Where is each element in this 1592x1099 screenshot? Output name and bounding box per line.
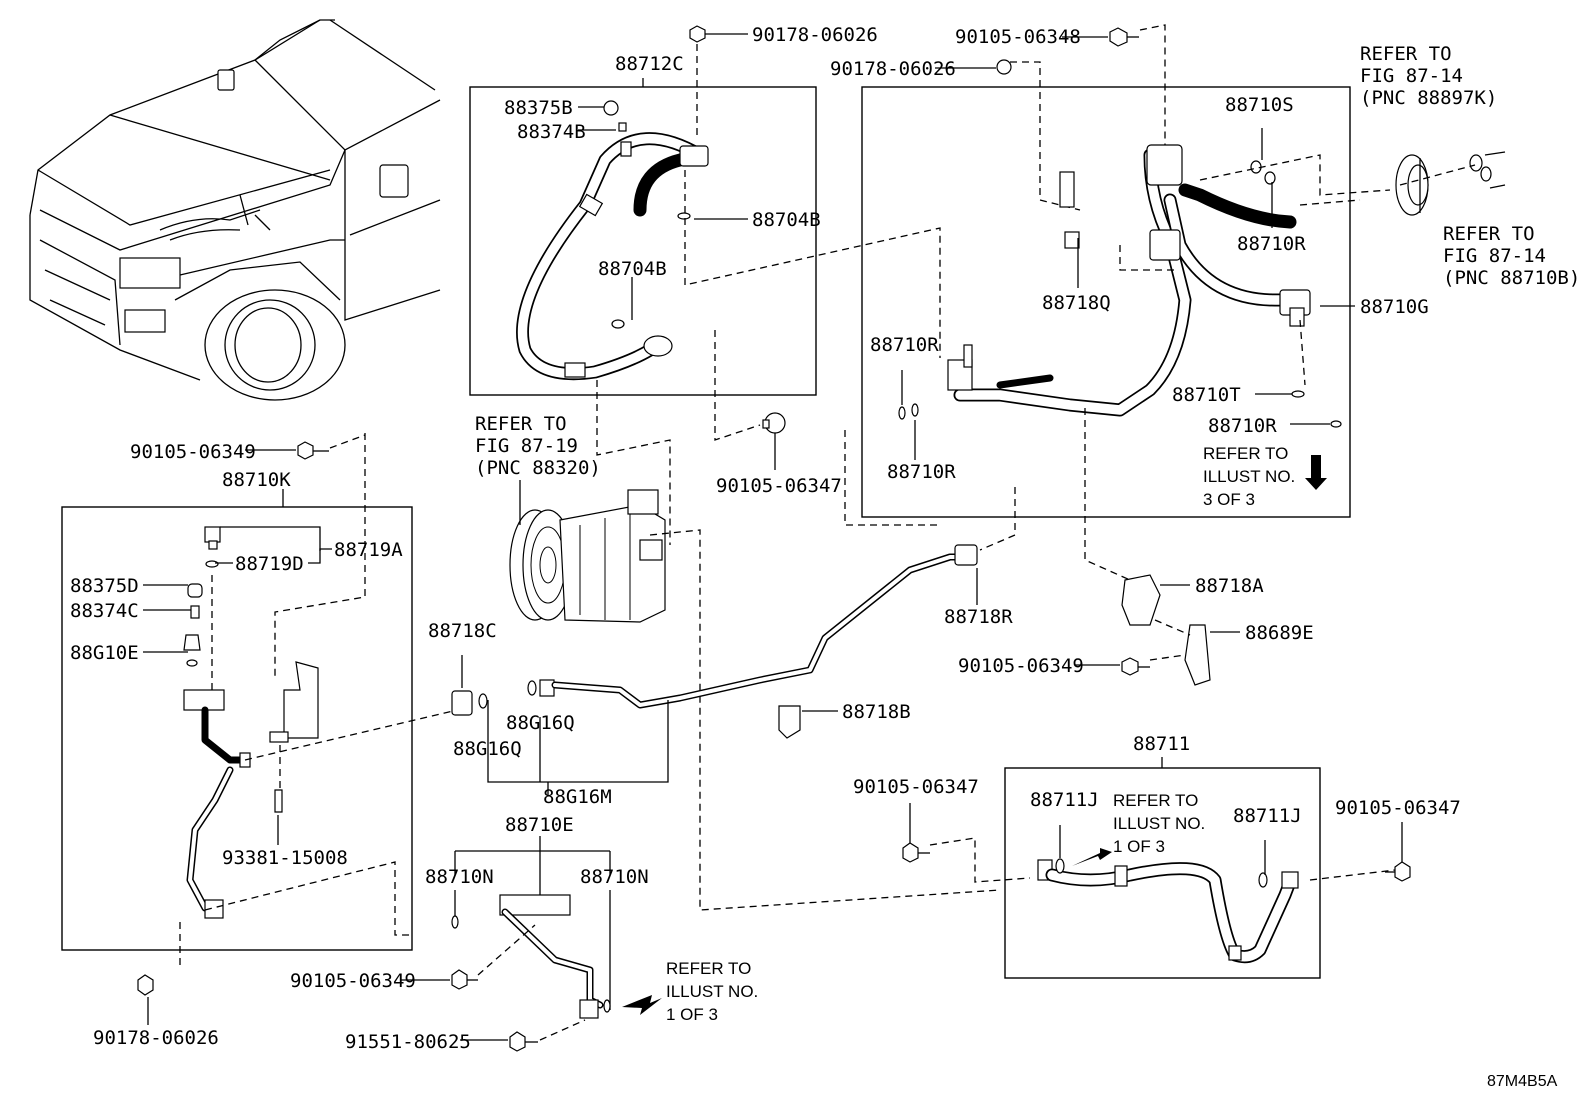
label-93381-15008: 93381-15008	[222, 847, 348, 869]
label-90105-06349-a: 90105-06349	[130, 441, 256, 463]
refer-fig-87-14-a-line3: (PNC 88897K)	[1360, 87, 1497, 109]
label-88710T: 88710T	[1172, 384, 1241, 406]
vehicle-illustration	[29, 19, 441, 401]
label-88710N-b: 88710N	[580, 866, 649, 888]
group-88711	[929, 757, 1396, 979]
label-88374B: 88374B	[517, 121, 586, 143]
label-88711J-a: 88711J	[1030, 789, 1099, 811]
refer-fig-87-14-b-line2: FIG 87-14	[1443, 245, 1546, 267]
figure-code: 87M4B5A	[1487, 1073, 1558, 1090]
right-side-refer-parts	[1395, 151, 1506, 216]
label-88719A: 88719A	[334, 539, 403, 561]
label-88718R: 88718R	[944, 606, 1013, 628]
label-88719D: 88719D	[235, 553, 304, 575]
refer-illust-1a-line2: ILLUST NO.	[1113, 814, 1205, 833]
refer-arrow-right	[1072, 848, 1112, 866]
part-labels: 88712C 88375B 88374B 88704B 88704B 90178…	[70, 24, 1461, 1053]
label-88718Q: 88718Q	[1042, 292, 1111, 314]
leader-lines	[143, 106, 1355, 875]
label-90105-06348: 90105-06348	[955, 26, 1081, 48]
label-90105-06347-c: 90105-06347	[1335, 797, 1461, 819]
bolt-90105-06347-a	[714, 330, 786, 470]
group-88710E	[400, 836, 662, 1052]
refer-arrow-down	[1305, 455, 1327, 490]
refer-illust-1a-line1: REFER TO	[1113, 791, 1198, 810]
label-88375B: 88375B	[504, 97, 573, 119]
label-88G10E: 88G10E	[70, 642, 139, 664]
label-88689E: 88689E	[1245, 622, 1314, 644]
label-88G16Q-b: 88G16Q	[453, 738, 522, 760]
label-90178-06026-bottom: 90178-06026	[93, 1027, 219, 1049]
refer-illust-1b-line2: ILLUST NO.	[666, 982, 758, 1001]
refer-illust-3-line1: REFER TO	[1203, 444, 1288, 463]
label-88718B: 88718B	[842, 701, 911, 723]
label-88704B-b: 88704B	[598, 258, 667, 280]
refer-illust-3-line2: ILLUST NO.	[1203, 467, 1295, 486]
refer-illust-1b-line3: 1 OF 3	[666, 1005, 718, 1024]
refer-fig-87-19-line2: FIG 87-19	[475, 435, 578, 457]
label-88374C: 88374C	[70, 600, 139, 622]
box-88710K	[61, 506, 413, 951]
group-88710G	[844, 86, 1391, 581]
label-91551-80625: 91551-80625	[345, 1031, 471, 1053]
label-88710E: 88710E	[505, 814, 574, 836]
refer-fig-87-14-b-line1: REFER TO	[1443, 223, 1535, 245]
refer-fig-87-14-a-line1: REFER TO	[1360, 43, 1452, 65]
label-88G16M: 88G16M	[543, 786, 612, 808]
label-88712C: 88712C	[615, 53, 684, 75]
bracket-88718A-88689E	[1121, 574, 1211, 686]
label-88710G: 88710G	[1360, 296, 1429, 318]
refer-illust-1a-line3: 1 OF 3	[1113, 837, 1165, 856]
label-88710K: 88710K	[222, 469, 291, 491]
refer-fig-87-19-line3: (PNC 88320)	[475, 457, 601, 479]
label-88710R-a: 88710R	[1237, 233, 1306, 255]
refer-fig-87-19-line1: REFER TO	[475, 413, 567, 435]
refer-illust-1b-line1: REFER TO	[666, 959, 751, 978]
label-88711: 88711	[1133, 733, 1190, 755]
box-88710G	[861, 86, 1351, 518]
top-center-fasteners	[684, 24, 1166, 358]
refer-fig-87-14-b-line3: (PNC 88710B)	[1443, 267, 1580, 289]
label-90105-06347-b: 90105-06347	[853, 776, 979, 798]
label-90105-06349-b: 90105-06349	[958, 655, 1084, 677]
label-88710R-d: 88710R	[1208, 415, 1277, 437]
label-88710R-c: 88710R	[887, 461, 956, 483]
refer-notes: REFER TO FIG 87-14 (PNC 88897K) REFER TO…	[475, 43, 1580, 1090]
bolt-90105-06349-a	[245, 434, 366, 460]
label-88710N-a: 88710N	[425, 866, 494, 888]
nut-90178-06026-bottom	[137, 974, 154, 1025]
bolt-90105-06347-b	[902, 803, 930, 863]
label-88711J-b: 88711J	[1233, 805, 1302, 827]
compressor-illustration	[509, 380, 1001, 911]
label-88710S: 88710S	[1225, 94, 1294, 116]
refer-illust-3-line3: 3 OF 3	[1203, 490, 1255, 509]
bolt-90105-06347-c	[1385, 822, 1411, 882]
label-88704B-a: 88704B	[752, 209, 821, 231]
label-88375D: 88375D	[70, 575, 139, 597]
label-88718A: 88718A	[1195, 575, 1264, 597]
refer-fig-87-14-a-line2: FIG 87-14	[1360, 65, 1463, 87]
group-88712C	[469, 78, 817, 396]
label-90105-06349-c: 90105-06349	[290, 970, 416, 992]
label-90105-06347-a: 90105-06347	[716, 475, 842, 497]
label-90178-06026-top: 90178-06026	[752, 24, 878, 46]
label-90178-06026-mid: 90178-06026	[830, 58, 956, 80]
label-88710R-b: 88710R	[870, 334, 939, 356]
group-88710K	[61, 433, 471, 965]
label-88718C: 88718C	[428, 620, 497, 642]
tube-88G16M	[451, 487, 1016, 739]
label-88G16Q-a: 88G16Q	[506, 712, 575, 734]
